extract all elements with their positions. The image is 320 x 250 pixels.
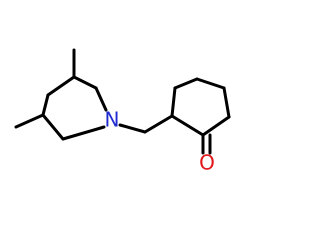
molecule-diagram: N O [14, 48, 231, 175]
methylene-linker [118, 114, 174, 134]
bond-c2r-c1 [170, 114, 205, 137]
bond-c5-c4 [46, 75, 76, 97]
piperidine-ring [41, 75, 108, 141]
bond-c3r-c2r [201, 115, 231, 137]
bond-c5r-c4r [195, 77, 226, 90]
bond-c4-c3 [41, 93, 50, 117]
oxygen-atom-label: O [199, 151, 215, 175]
bond-c3-c2 [41, 113, 65, 141]
carbonyl-group [201, 133, 212, 155]
cyclohexanone-ring [170, 77, 231, 137]
bond-n-ch2 [118, 123, 147, 134]
bond-c1-c6r [170, 86, 177, 118]
bond-c6-c5 [72, 75, 98, 90]
nitrogen-atom-label: N [105, 108, 120, 132]
methyl-groups [14, 48, 76, 129]
bond-n-c6 [94, 86, 108, 112]
bond-c6r-c5r [173, 77, 199, 90]
bond-ch2-c1 [143, 114, 174, 134]
bond-c4r-c3r [222, 86, 231, 119]
structure-canvas: N O [14, 48, 231, 175]
methyl-left [14, 113, 45, 129]
bond-c2-n [61, 125, 106, 141]
